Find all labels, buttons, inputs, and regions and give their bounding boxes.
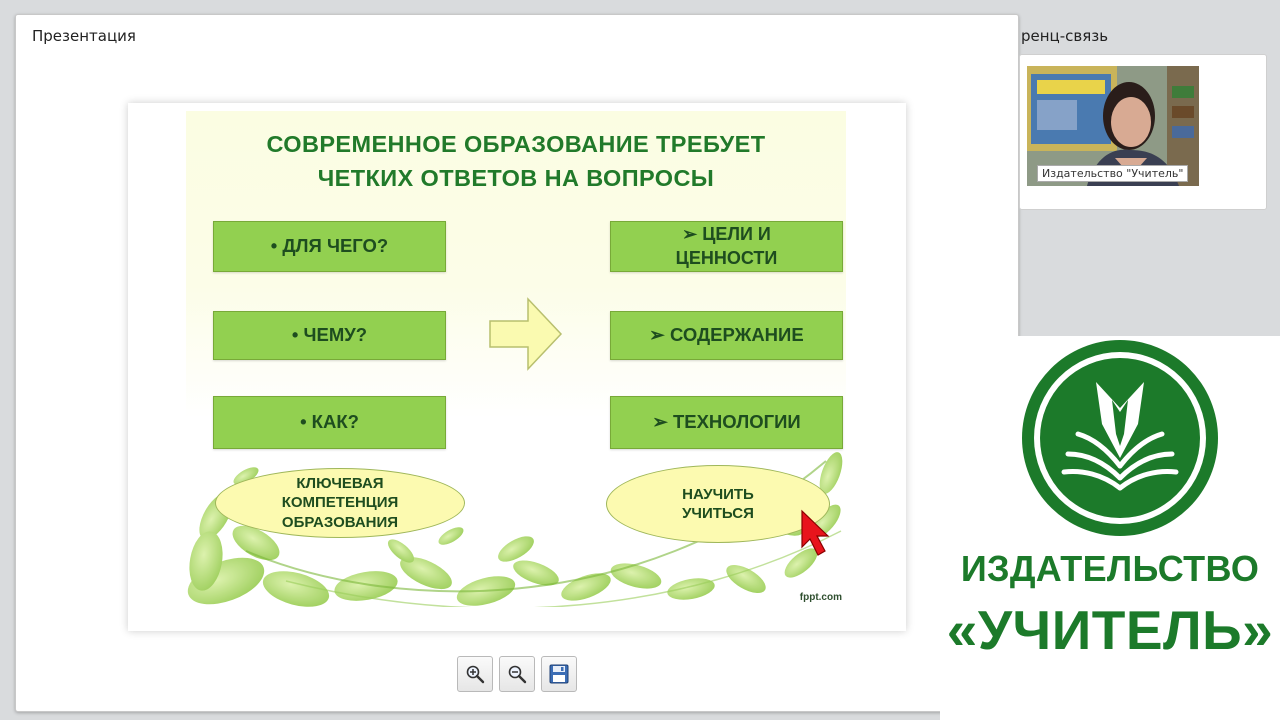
slide-watermark: fppt.com	[799, 592, 842, 603]
answer-goals-line2: ЦЕННОСТИ	[675, 247, 778, 268]
video-box: Издательство "Учитель"	[1019, 54, 1267, 210]
answer-box-technologies: ➢ ТЕХНОЛОГИИ	[610, 396, 843, 449]
learn-to-learn-oval: НАУЧИТЬ УЧИТЬСЯ	[606, 465, 830, 543]
answer-box-goals: ➢ ЦЕЛИ И ЦЕННОСТИ	[610, 221, 843, 272]
zoom-in-button[interactable]	[457, 656, 493, 692]
zoom-out-icon	[508, 665, 527, 684]
presentation-panel: Презентация	[15, 14, 1019, 712]
answer-technologies-text: ➢ ТЕХНОЛОГИИ	[652, 411, 801, 433]
oval-right-line1: НАУЧИТЬ	[682, 485, 754, 503]
oval-left-line3: ОБРАЗОВАНИЯ	[281, 513, 399, 531]
question-how-text: • КАК?	[300, 411, 359, 433]
question-box-how: • КАК?	[213, 396, 446, 449]
slide-heading-line2: ЧЕТКИХ ОТВЕТОВ НА ВОПРОСЫ	[317, 165, 715, 191]
right-arrow-shape	[489, 297, 563, 371]
leaves-decoration	[187, 452, 843, 607]
slide-heading-line1: СОВРЕМЕННОЕ ОБРАЗОВАНИЕ ТРЕБУЕТ	[266, 131, 766, 157]
video-caption: Издательство "Учитель"	[1037, 165, 1189, 182]
video-panel-title: ренц-связь	[1021, 27, 1109, 45]
question-box-what: • ЧЕМУ?	[213, 311, 446, 360]
presentation-panel-title: Презентация	[32, 27, 136, 45]
zoom-in-icon	[466, 665, 485, 684]
key-competence-oval: КЛЮЧЕВАЯ КОМПЕТЕНЦИЯ ОБРАЗОВАНИЯ	[215, 468, 465, 538]
save-button[interactable]	[541, 656, 577, 692]
question-why-text: • ДЛЯ ЧЕГО?	[270, 235, 389, 257]
publisher-name-line1: ИЗДАТЕЛЬСТВО	[960, 548, 1260, 589]
answer-content-text: ➢ СОДЕРЖАНИЕ	[649, 324, 804, 346]
zoom-out-button[interactable]	[499, 656, 535, 692]
publisher-logo-panel: ИЗДАТЕЛЬСТВО «УЧИТЕЛЬ»	[940, 336, 1280, 720]
oval-right-line2: УЧИТЬСЯ	[682, 505, 754, 522]
question-what-text: • ЧЕМУ?	[291, 324, 368, 346]
oval-left-line2: КОМПЕТЕНЦИЯ	[281, 494, 399, 512]
publisher-logo-icon	[1022, 340, 1218, 536]
answer-box-content: ➢ СОДЕРЖАНИЕ	[610, 311, 843, 360]
video-stream[interactable]: Издательство "Учитель"	[1027, 66, 1199, 186]
question-box-why: • ДЛЯ ЧЕГО?	[213, 221, 446, 272]
video-conference-panel: ренц-связь Издательство "Учитель"	[1017, 0, 1280, 228]
save-icon	[549, 664, 569, 684]
slide: СОВРЕМЕННОЕ ОБРАЗОВАНИЕ ТРЕБУЕТ ЧЕТКИХ О…	[186, 111, 846, 607]
answer-goals-line1: ➢ ЦЕЛИ И	[682, 224, 771, 245]
oval-left-line1: КЛЮЧЕВАЯ	[296, 475, 384, 493]
cursor-arrow-icon	[801, 509, 830, 556]
publisher-name-line2: «УЧИТЕЛЬ»	[946, 599, 1274, 661]
slide-frame: СОВРЕМЕННОЕ ОБРАЗОВАНИЕ ТРЕБУЕТ ЧЕТКИХ О…	[128, 103, 906, 631]
